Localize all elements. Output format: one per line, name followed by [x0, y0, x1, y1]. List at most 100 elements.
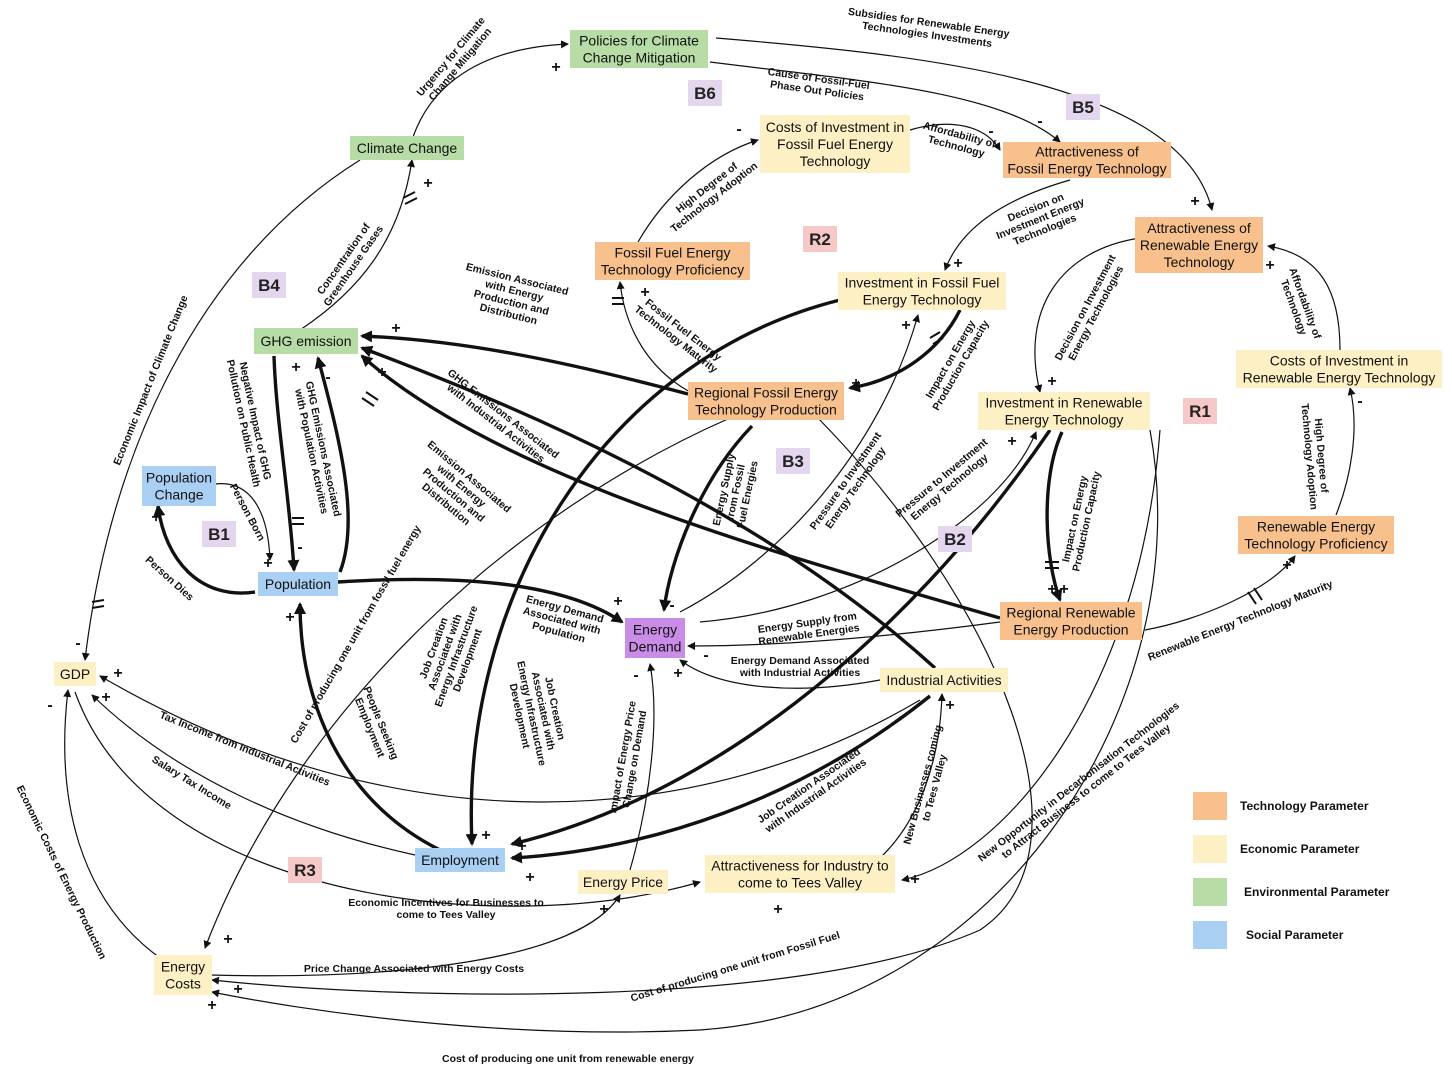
edge-label-econ-costs-prod: Economic Costs of Energy Production	[14, 784, 109, 962]
legend-item: Environmental Parameter	[1193, 878, 1390, 906]
positive-polarity-sign: +	[773, 901, 782, 918]
edge-label-line: with Industrial Activities	[762, 756, 868, 836]
positive-polarity-sign: +	[945, 697, 954, 714]
delay-mark	[1247, 587, 1263, 605]
positive-polarity-sign: +	[113, 665, 122, 682]
positive-polarity-sign: +	[1265, 257, 1274, 274]
node-label: Change	[154, 487, 203, 503]
delay-marks	[91, 191, 1263, 609]
edge-policies-to-attr-renew	[715, 37, 1215, 211]
edge-attr-industry-to-industrial	[879, 693, 946, 859]
legend-label: Environmental Parameter	[1244, 885, 1390, 899]
node-box	[578, 870, 668, 894]
edge-label-line: Salary Tax Income	[150, 754, 234, 813]
node-label: Technology Proficiency	[1244, 536, 1387, 552]
edge-population-to-ghg	[314, 356, 350, 573]
node-label: Regional Fossil Energy	[694, 385, 838, 401]
edge-invest-fossil-to-employment	[465, 298, 841, 846]
edge-policies-to-attr-fossil	[709, 61, 1061, 143]
loop-b1: B1	[202, 521, 236, 547]
bold-edges	[153, 298, 1064, 864]
node-box	[880, 668, 1008, 692]
positive-polarity-sign: +	[391, 320, 400, 337]
legend-label: Economic Parameter	[1240, 842, 1360, 856]
positive-polarity-sign: +	[517, 838, 526, 855]
edge-label-line: Urgency for Climate	[415, 15, 488, 99]
negative-polarity-sign: -	[988, 123, 993, 140]
edge-employment-to-gdp	[91, 694, 416, 856]
edge-label-line: Economic Impact of Climate Change	[111, 294, 190, 467]
negative-polarity-sign: -	[297, 539, 302, 556]
positive-polarity-sign: +	[101, 689, 110, 706]
polarity-signs: +---+++++-+++++-++++-++--++++-++-+++-+++…	[47, 59, 1362, 1014]
edge-label-line: Cost of producing one unit from renewabl…	[442, 1053, 694, 1065]
edge-label-line: Cost of producing one unit from fossil f…	[288, 523, 423, 745]
node-label: Technology Production	[695, 402, 837, 418]
edge-fossil-prof-to-costs-fossil	[637, 138, 759, 243]
edge-invest-renew-to-regional-renew	[1045, 431, 1064, 602]
edge-label-person-dies: Person Dies	[143, 554, 196, 604]
loop-label: B2	[944, 530, 966, 549]
delay-mark	[1045, 561, 1059, 569]
positive-polarity-sign: +	[291, 359, 300, 376]
loop-box	[688, 80, 722, 106]
positive-polarity-sign: +	[1059, 581, 1068, 598]
node-box	[350, 136, 464, 160]
edge-label-line: to Attract Business to come to Tees Vall…	[1000, 722, 1174, 861]
node-box	[570, 30, 708, 68]
node-label: Regional Renewable	[1006, 605, 1135, 621]
negative-polarity-sign: -	[669, 597, 674, 614]
positive-polarity-sign: +	[1282, 557, 1291, 574]
negative-polarity-sign: -	[47, 697, 52, 714]
edge-label-new-opportunity: New Opportunity in Decarbonisation Techn…	[976, 700, 1182, 865]
loop-r2: R2	[803, 226, 837, 252]
positive-polarity-sign: +	[1190, 193, 1199, 210]
negative-polarity-sign: -	[1037, 113, 1042, 130]
edge-regional-fossil-to-energy-costs	[203, 417, 731, 949]
node-box	[1135, 217, 1263, 273]
loop-box	[1066, 94, 1100, 120]
node-box	[595, 242, 750, 280]
loop-label: B3	[782, 452, 804, 471]
edge-regional-renew-to-renew-prof	[1144, 555, 1296, 631]
positive-polarity-sign: +	[551, 59, 560, 76]
node-label: Climate Change	[357, 140, 458, 156]
node-label: Population	[146, 470, 212, 486]
edge-label-line: Renewable Energy Technology Maturity	[1146, 578, 1334, 663]
node-population: Population	[258, 572, 338, 596]
node-label: Demand	[629, 639, 682, 655]
node-label: Energy	[633, 622, 677, 638]
node-gdp: GDP	[54, 662, 96, 686]
loop-box	[288, 857, 322, 883]
node-label: Energy Technology	[1005, 412, 1124, 428]
loop-label: R2	[809, 230, 831, 249]
node-box	[1236, 350, 1442, 388]
node-label: Costs of Investment in	[1270, 353, 1409, 369]
edge-label-econ-climate: Economic Impact of Climate Change	[111, 294, 190, 467]
loop-label: R3	[294, 861, 316, 880]
edge-label-line: Job Creation Associated	[755, 746, 862, 826]
node-box	[1000, 602, 1142, 640]
loop-label: B4	[258, 276, 280, 295]
node-label: GHG emission	[260, 333, 351, 349]
edge-regional-fossil-to-energy-costs-2	[211, 409, 1033, 995]
node-label: Technology	[1164, 254, 1235, 270]
node-label: Energy	[161, 959, 205, 975]
edge-label-subsidies: Subsidies for Renewable EnergyTechnologi…	[847, 6, 1010, 50]
edge-label-line: Pressure to Investment	[893, 436, 990, 520]
edge-industrial-to-energy-demand	[679, 659, 881, 689]
